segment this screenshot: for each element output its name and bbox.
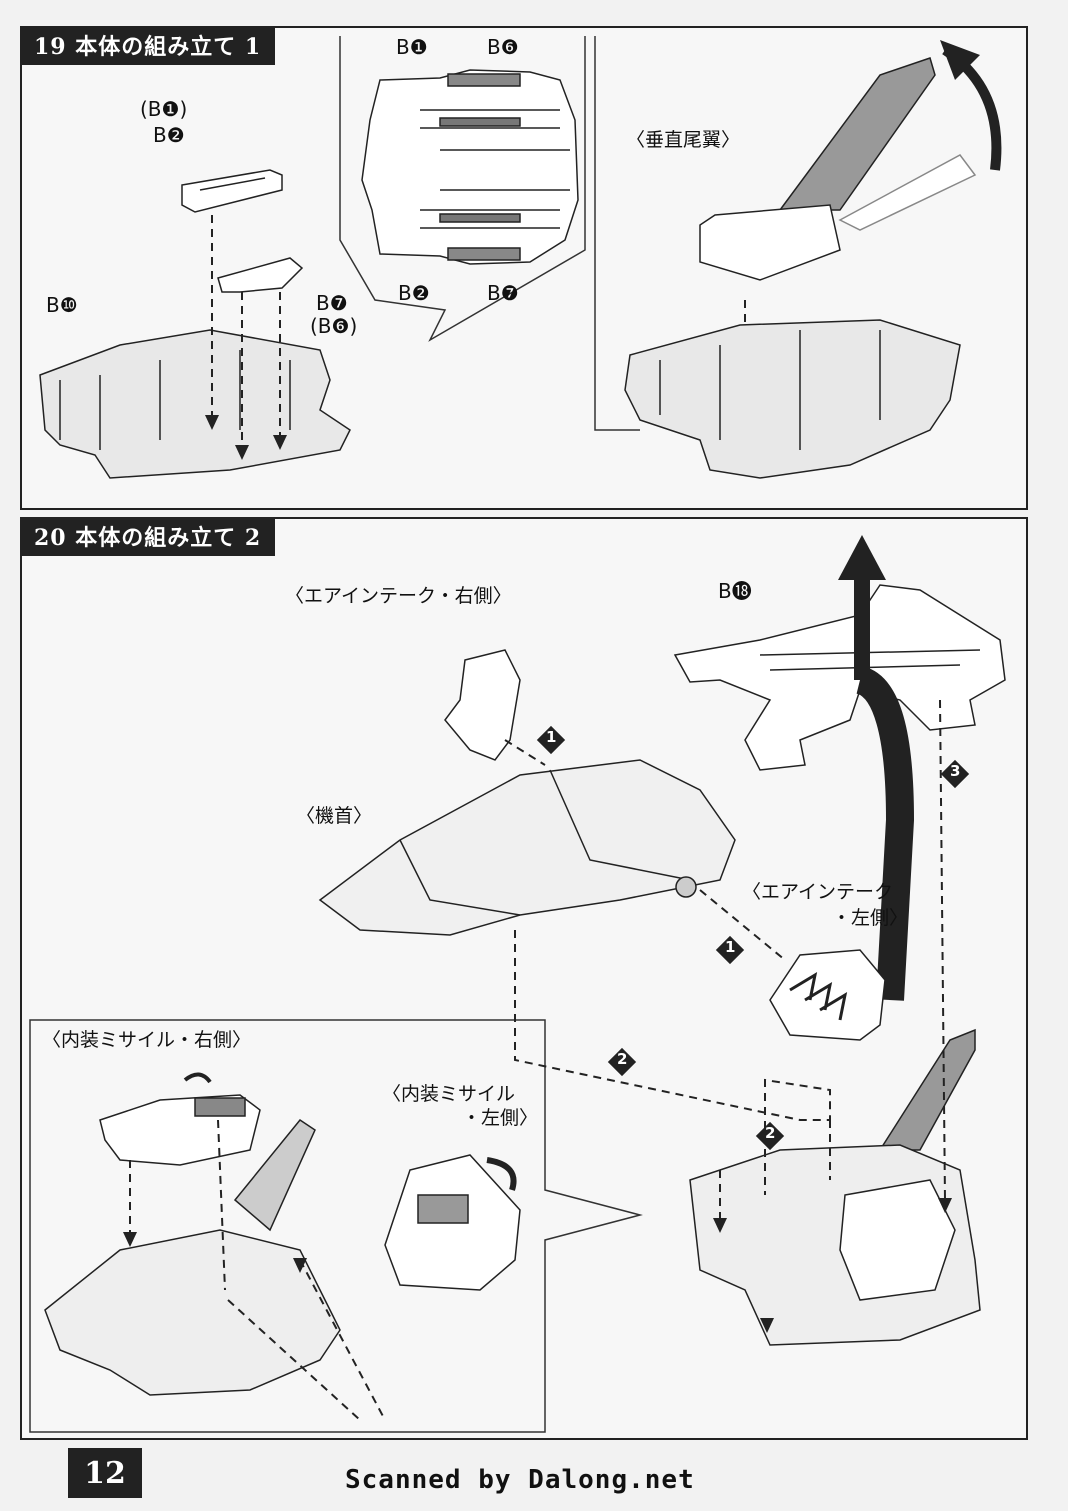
label-air-intake-left-1: 〈エアインテーク: [742, 881, 894, 903]
scan-credit: Scanned by Dalong.net: [345, 1465, 695, 1495]
label-missile-left-1: 〈内装ミサイル: [382, 1083, 516, 1105]
label-vertical-tail: 〈垂直尾翼〉: [626, 129, 741, 151]
base-frame-left: [39, 329, 351, 479]
part-label-bottom-b7: B❼: [487, 281, 519, 305]
air-intake-left: [769, 949, 886, 1041]
part-label-b22: B⓲: [718, 579, 752, 603]
part-label-b7: B❼: [316, 291, 348, 315]
label-air-intake-right: 〈エアインテーク・右側〉: [285, 585, 512, 607]
step20-title: 20 本体の組み立て 2: [20, 517, 276, 556]
inset-base-frame: [44, 1118, 341, 1396]
part-label-bottom-b2: B❷: [398, 281, 430, 305]
part-label-b6-paren: (B❻): [310, 314, 358, 338]
part-b7: [217, 257, 304, 293]
fuselage-assembled: [689, 1028, 981, 1346]
step-marker-1a-text: 1: [546, 728, 557, 746]
step-marker-1b: [715, 935, 745, 965]
label-missile-left-2: ・左側〉: [462, 1107, 539, 1129]
upper-frame-b22: [673, 584, 1006, 771]
part-label-top-b1: B❶: [396, 35, 428, 59]
air-intake-right: [444, 649, 521, 761]
vertical-tail: [699, 57, 977, 281]
upper-frame-plan: [361, 69, 579, 265]
label-air-intake-left-2: ・左側〉: [832, 907, 909, 929]
base-frame-right: [624, 319, 961, 479]
step-marker-3-text: 3: [950, 762, 961, 780]
label-nose: 〈機首〉: [296, 805, 373, 827]
step-marker-2a: [607, 1047, 637, 1077]
nose-section: [318, 759, 736, 936]
step-marker-2b-text: 2: [765, 1124, 776, 1142]
label-missile-right: 〈内装ミサイル・右側〉: [42, 1029, 252, 1051]
part-label-top-b6: B❻: [487, 35, 519, 59]
part-label-b2: B❷: [153, 123, 185, 147]
page-number: 12: [68, 1448, 142, 1498]
missile-left: [384, 1154, 521, 1291]
step-marker-2b: [755, 1121, 785, 1151]
part-b2: [181, 169, 283, 213]
step-marker-1b-text: 1: [725, 938, 736, 956]
step19-title: 19 本体の組み立て 1: [20, 26, 276, 65]
part-label-b1-paren: (B❶): [140, 97, 188, 121]
step-marker-3: [940, 759, 970, 789]
step-marker-2a-text: 2: [617, 1050, 628, 1068]
missile-right: [99, 1094, 261, 1166]
part-label-b10: B❿: [46, 293, 78, 317]
step-marker-1a: [536, 725, 566, 755]
